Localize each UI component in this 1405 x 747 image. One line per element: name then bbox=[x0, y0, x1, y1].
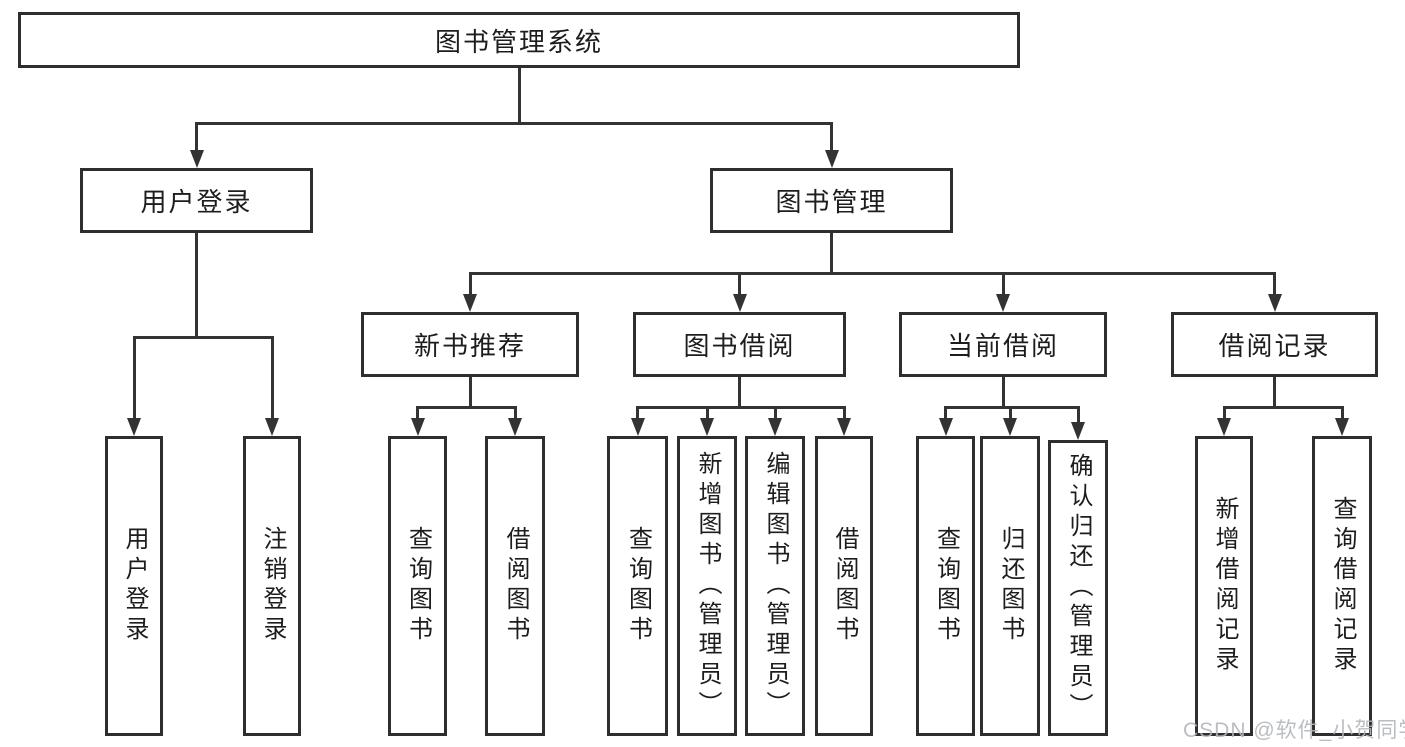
connector-segment bbox=[1077, 406, 1080, 422]
leaf-logout: 注销登录 bbox=[243, 436, 301, 736]
connector-segment bbox=[1223, 406, 1344, 409]
connector-segment bbox=[738, 377, 741, 406]
connector-segment bbox=[195, 122, 833, 125]
arrowhead-icon bbox=[411, 418, 425, 436]
connector-segment bbox=[830, 233, 833, 272]
leaf-query-books-current: 查询图书 bbox=[916, 436, 975, 736]
arrowhead-icon bbox=[190, 150, 204, 168]
node-root: 图书管理系统 bbox=[18, 12, 1020, 68]
arrowhead-icon bbox=[733, 294, 747, 312]
arrowhead-icon bbox=[508, 418, 522, 436]
connector-segment bbox=[843, 406, 846, 418]
connector-segment bbox=[706, 406, 709, 418]
connector-segment bbox=[1002, 377, 1005, 406]
leaf-add-book-admin: 新增图书（管理员） bbox=[677, 436, 737, 736]
arrowhead-icon bbox=[1335, 418, 1349, 436]
arrowhead-icon bbox=[463, 294, 477, 312]
leaf-user-login: 用户登录 bbox=[105, 436, 163, 736]
connector-segment bbox=[469, 377, 472, 406]
leaf-borrow-books: 借阅图书 bbox=[815, 436, 873, 736]
arrowhead-icon bbox=[939, 418, 953, 436]
node-new-book-recommend: 新书推荐 bbox=[361, 312, 579, 377]
leaf-query-books-borrow: 查询图书 bbox=[607, 436, 668, 736]
connector-segment bbox=[774, 406, 777, 418]
connector-segment bbox=[1223, 406, 1226, 418]
csdn-watermark: CSDN @软件_小贺同学 bbox=[1183, 719, 1405, 742]
leaf-query-borrow-record: 查询借阅记录 bbox=[1312, 436, 1372, 736]
arrowhead-icon bbox=[1071, 422, 1085, 440]
arrowhead-icon bbox=[825, 150, 839, 168]
connector-segment bbox=[1273, 377, 1276, 406]
connector-segment bbox=[738, 272, 741, 294]
connector-segment bbox=[1341, 406, 1344, 418]
arrowhead-icon bbox=[265, 418, 279, 436]
connector-segment bbox=[416, 406, 419, 418]
node-user-login: 用户登录 bbox=[80, 168, 313, 233]
connector-segment bbox=[469, 272, 1276, 275]
connector-segment bbox=[944, 406, 1080, 409]
arrowhead-icon bbox=[127, 418, 141, 436]
arrowhead-icon bbox=[768, 418, 782, 436]
arrowhead-icon bbox=[837, 418, 851, 436]
connector-segment bbox=[195, 122, 198, 150]
node-book-management: 图书管理 bbox=[710, 168, 953, 233]
connector-segment bbox=[133, 336, 274, 339]
connector-segment bbox=[1009, 406, 1012, 418]
leaf-borrow-books-rec: 借阅图书 bbox=[485, 436, 545, 736]
leaf-return-books: 归还图书 bbox=[980, 436, 1040, 736]
connector-segment bbox=[1002, 272, 1005, 294]
connector-segment bbox=[469, 272, 472, 294]
arrowhead-icon bbox=[700, 418, 714, 436]
connector-segment bbox=[636, 406, 639, 418]
connector-segment bbox=[518, 68, 521, 122]
connector-segment bbox=[271, 336, 274, 418]
arrowhead-icon bbox=[996, 294, 1010, 312]
connector-segment bbox=[1273, 272, 1276, 294]
leaf-edit-book-admin: 编辑图书（管理员） bbox=[745, 436, 805, 736]
leaf-add-borrow-record: 新增借阅记录 bbox=[1195, 436, 1253, 736]
connector-segment bbox=[133, 336, 136, 418]
arrowhead-icon bbox=[1268, 294, 1282, 312]
node-book-borrow: 图书借阅 bbox=[633, 312, 846, 377]
connector-segment bbox=[195, 233, 198, 336]
arrowhead-icon bbox=[1217, 418, 1231, 436]
leaf-query-books-rec: 查询图书 bbox=[388, 436, 447, 736]
leaf-confirm-return-admin: 确认归还（管理员） bbox=[1048, 440, 1108, 736]
connector-segment bbox=[830, 122, 833, 150]
arrowhead-icon bbox=[1003, 418, 1017, 436]
node-current-borrow: 当前借阅 bbox=[899, 312, 1107, 377]
connector-segment bbox=[636, 406, 846, 409]
connector-segment bbox=[416, 406, 517, 409]
arrowhead-icon bbox=[631, 418, 645, 436]
connector-segment bbox=[944, 406, 947, 418]
connector-segment bbox=[514, 406, 517, 418]
node-borrow-records: 借阅记录 bbox=[1171, 312, 1378, 377]
